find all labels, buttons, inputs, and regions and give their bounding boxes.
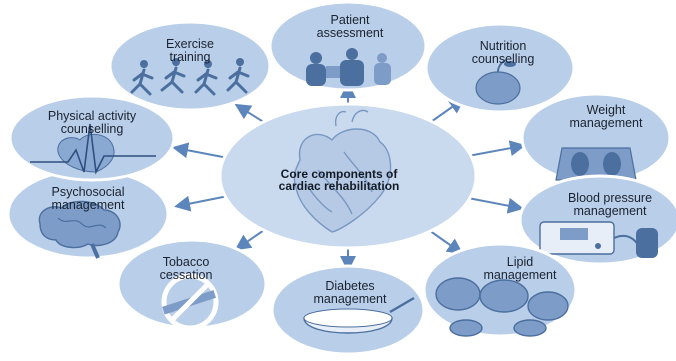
node-circle (424, 22, 576, 114)
label-line2: cessation (159, 268, 213, 282)
brain-icon (38, 200, 121, 259)
label-line2: management (313, 292, 387, 306)
node-psychosocial-management (6, 168, 170, 260)
label-line1: Exercise (166, 37, 214, 51)
sugar-bowl-icon (303, 296, 415, 334)
label-line2: assessment (316, 26, 384, 40)
label-tobacco-cessation: Tobacco cessation (160, 256, 213, 282)
node-patient-assessment (268, 0, 428, 92)
runners-icon (130, 58, 250, 96)
heart-illustration-icon (293, 109, 392, 233)
node-lipid-management (422, 242, 578, 338)
node-exercise-training (108, 20, 272, 112)
ecg-heart-icon (30, 123, 156, 175)
label-line1: Weight (586, 103, 626, 117)
center-title-line1: Core components of (280, 167, 398, 181)
center-title: Core components of cardiac rehabilitatio… (279, 168, 400, 192)
no-smoking-icon (161, 273, 219, 331)
label-line2: training (169, 50, 211, 64)
node-circle (116, 238, 268, 330)
label-line1: Diabetes (325, 279, 375, 293)
label-line1: Tobacco (162, 255, 210, 269)
label-line1: Patient (330, 13, 370, 27)
node-diabetes-management (270, 264, 426, 356)
center-node (218, 102, 478, 250)
label-exercise-training: Exercise training (166, 38, 214, 64)
label-line2: counselling (471, 52, 535, 66)
node-tobacco-cessation (116, 238, 268, 331)
label-weight-management: Weight management (570, 104, 643, 130)
node-nutrition-counselling (424, 22, 576, 114)
node-blood-pressure-management (518, 174, 676, 266)
label-line1: Psychosocial (51, 185, 125, 199)
arrow-to-blood-pressure-management (467, 197, 524, 214)
label-line2: management (483, 268, 557, 282)
label-lipid-management: Lipid management (484, 256, 557, 282)
label-line2: management (569, 116, 643, 130)
label-line2: management (51, 198, 125, 212)
arrow-to-psychosocial-management (174, 195, 229, 212)
arrow-to-physical-activity-counselling (172, 142, 229, 159)
arrow-to-weight-management (467, 140, 526, 157)
label-line1: Lipid (506, 255, 534, 269)
blood-pressure-monitor-icon (539, 221, 658, 258)
label-line1: Nutrition (479, 39, 527, 53)
label-blood-pressure-management: Blood pressure management (568, 192, 652, 218)
apple-icon (475, 59, 521, 105)
node-circle (108, 20, 272, 112)
label-diabetes-management: Diabetes management (314, 280, 387, 306)
label-nutrition-counselling: Nutrition counselling (472, 40, 535, 66)
clinician-icon (306, 48, 391, 86)
center-title-line2: cardiac rehabilitation (278, 179, 400, 193)
label-patient-assessment: Patient assessment (317, 14, 384, 40)
label-physical-activity-counselling: Physical activity counselling (48, 110, 136, 136)
label-line2: counselling (60, 122, 124, 136)
lipid-droplets-icon (435, 277, 569, 337)
node-physical-activity-counselling (8, 94, 176, 182)
label-line1: Physical activity (47, 109, 137, 123)
label-line2: management (573, 204, 647, 218)
label-psychosocial-management: Psychosocial management (52, 186, 125, 212)
label-line1: Blood pressure (567, 191, 653, 205)
